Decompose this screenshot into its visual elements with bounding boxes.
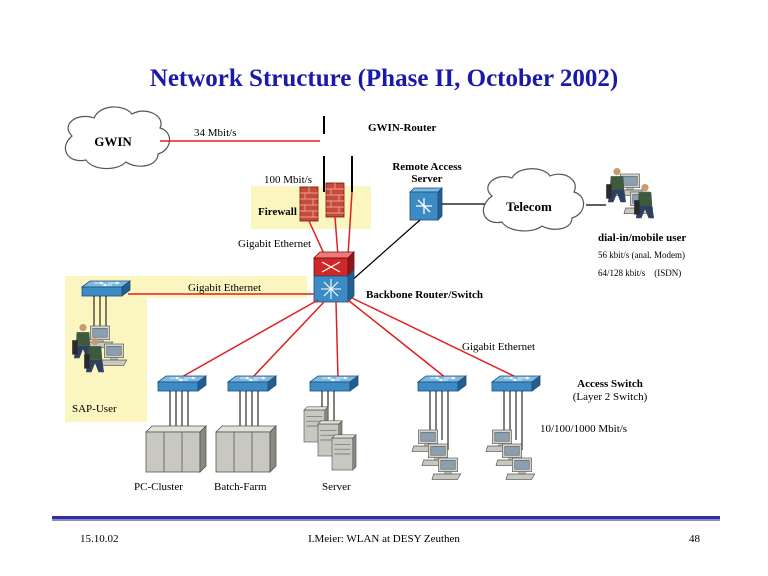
access-switch-label-2: (Layer 2 Switch)	[573, 391, 648, 403]
dialin-title-label: dial-in/mobile user	[598, 232, 686, 244]
switch-icon-batch-farm	[227, 375, 277, 392]
remote-access-server-icon	[409, 187, 443, 221]
gigabit-access-label: Gigabit Ethernet	[462, 341, 535, 353]
gigabit-sap-label: Gigabit Ethernet	[188, 282, 261, 294]
server-tower-icon	[303, 406, 357, 471]
pc-cluster-label: PC-Cluster	[134, 481, 183, 493]
firewall-backbone-link-b	[334, 216, 339, 257]
router-backbone-link	[347, 191, 353, 257]
gwin-router-label: GWIN-Router	[368, 122, 437, 134]
footer-bar	[52, 516, 720, 519]
dialin-rate1-label: 56 kbit/s (anal. Modem)	[598, 250, 685, 260]
gigabit-firewall-label: Gigabit Ethernet	[238, 238, 311, 250]
access-workstations-icon-2	[485, 429, 536, 480]
firewall-icon	[299, 182, 345, 222]
switch-icon-access-2	[491, 375, 541, 392]
telecom-label: Telecom	[506, 199, 552, 214]
access-workstations-icon-1	[411, 429, 462, 480]
dialin-rate2-label: 64/128 kbit/s (ISDN)	[598, 268, 681, 278]
pc-cluster-rack-icon	[145, 425, 207, 473]
batch-farm-label: Batch-Farm	[214, 481, 267, 493]
backbone-router-icon	[313, 251, 355, 303]
sap-cables	[93, 296, 107, 326]
footer-date: 15.10.02	[80, 533, 119, 545]
access-speed-label: 10/100/1000 Mbit/s	[540, 423, 627, 435]
sap-link-zone	[147, 276, 307, 298]
slide-title: Network Structure (Phase II, October 200…	[150, 65, 618, 92]
server-label: Server	[322, 481, 351, 493]
footer-page-number: 48	[689, 533, 701, 545]
firewall-label: Firewall	[258, 206, 297, 218]
dialin-workstations-icon	[606, 168, 654, 219]
telecom-cloud-icon	[482, 168, 585, 232]
sap-switch-icon	[81, 280, 131, 297]
footer-center: I.Meier: WLAN at DESY Zeuthen	[308, 533, 460, 545]
gwin-label: GWIN	[94, 134, 132, 149]
ras-backbone-link	[349, 219, 421, 283]
batch-farm-rack-icon	[215, 425, 277, 473]
gwin-speed-label: 34 Mbit/s	[194, 127, 236, 139]
remote-access-label-1: Remote Access	[392, 161, 462, 173]
remote-access-label-2: Server	[411, 173, 442, 185]
switch-icon-access-1	[417, 375, 467, 392]
switch-icon-server	[309, 375, 359, 392]
firewall-speed-label: 100 Mbit/s	[264, 174, 312, 186]
backbone-label: Backbone Router/Switch	[366, 289, 483, 301]
access-switch-label-1: Access Switch	[577, 378, 643, 390]
access-links	[179, 297, 519, 379]
switch-icon-pc-cluster	[157, 375, 207, 392]
sap-user-label: SAP-User	[72, 403, 117, 415]
footer-bar-shadow	[52, 519, 720, 521]
firewall-backbone-link-a	[308, 220, 326, 257]
